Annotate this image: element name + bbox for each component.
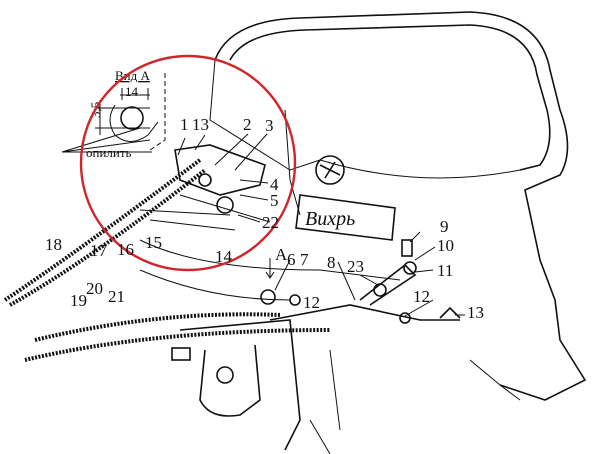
- callout-13: 13: [192, 115, 209, 134]
- logo-emblem: [315, 155, 345, 185]
- callout-4: 4: [270, 175, 279, 194]
- callout-18: 18: [45, 235, 62, 254]
- leader-lines: [177, 133, 465, 317]
- callout-2: 2: [243, 115, 252, 134]
- callout-21: 21: [108, 287, 125, 306]
- brand-label: Вихрь: [305, 208, 355, 230]
- callout-13b: 13: [467, 303, 484, 322]
- dimension-width: 14: [125, 84, 139, 99]
- view-a-title: Вид А: [115, 68, 150, 83]
- view-arrow-icon: [265, 258, 275, 279]
- callout-7: 7: [300, 250, 309, 269]
- callout-12a: 12: [303, 293, 320, 312]
- callout-20: 20: [86, 279, 103, 298]
- highlight-circle: [79, 54, 297, 272]
- callout-22: 22: [262, 213, 279, 232]
- callout-19: 19: [70, 291, 87, 310]
- brand-plate: [295, 194, 396, 241]
- callout-8: 8: [327, 253, 336, 272]
- callout-3: 3: [265, 116, 274, 135]
- callout-1: 1: [180, 115, 189, 134]
- callout-11: 11: [437, 261, 453, 280]
- callout-10: 10: [437, 236, 454, 255]
- engine-cowling: [139, 11, 587, 454]
- callout-23: 23: [347, 257, 364, 276]
- detail-view-a: [61, 73, 166, 153]
- shift-linkage: [260, 239, 461, 324]
- control-cables: [3, 158, 331, 362]
- callout-9: 9: [440, 217, 449, 236]
- callout-16: 16: [117, 240, 134, 259]
- callout-15: 15: [145, 233, 162, 252]
- view-arrow-label: А: [275, 245, 288, 264]
- callout-labels: 1 13 2 3 4 5 22 14 15 16 17 18 20 19 21 …: [45, 115, 484, 322]
- callout-6: 6: [287, 250, 296, 269]
- detail-note: опилить: [86, 145, 132, 160]
- callout-14: 14: [215, 247, 233, 266]
- callout-17: 17: [90, 241, 108, 260]
- callout-12b: 12: [413, 287, 430, 306]
- throttle-linkage: [174, 144, 271, 223]
- callout-5: 5: [270, 191, 279, 210]
